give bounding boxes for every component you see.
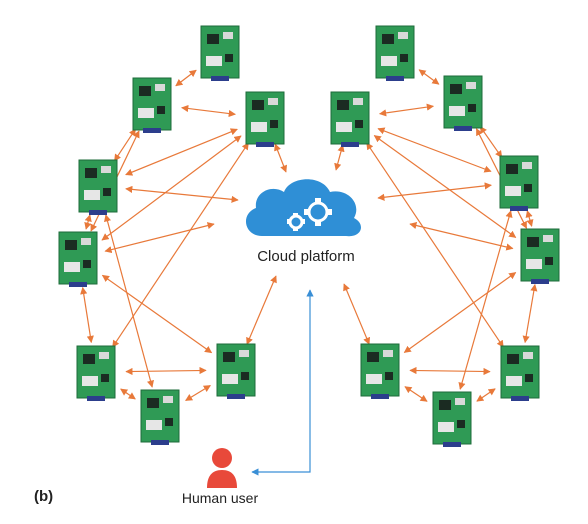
circuit-board-icon <box>520 228 560 284</box>
connection-arrow <box>181 104 236 118</box>
connection-arrow <box>378 103 435 117</box>
person-icon <box>207 448 237 488</box>
connection-arrow <box>185 385 211 401</box>
circuit-board-icon <box>443 75 483 131</box>
circuit-board-icon <box>375 25 415 81</box>
circuit-board-icon <box>245 91 285 147</box>
connection-arrow <box>366 142 504 348</box>
connection-arrow <box>377 182 492 201</box>
panel-label: (b) <box>34 488 54 505</box>
connection-arrow <box>246 275 277 345</box>
connection-arrow <box>525 210 534 227</box>
circuit-board-icon <box>140 389 180 445</box>
connection-arrow <box>84 214 92 230</box>
circuit-board-icon <box>58 231 98 287</box>
connection-arrow <box>343 283 371 345</box>
circuit-board-icon <box>432 391 472 447</box>
cloud-platform-label: Cloud platform <box>257 248 355 265</box>
connection-links <box>80 69 538 476</box>
circuit-board-icon <box>330 91 370 147</box>
iot-boards <box>58 25 560 447</box>
connection-arrow <box>409 366 491 376</box>
connection-arrow <box>112 142 249 348</box>
connection-arrow <box>409 222 514 251</box>
human-user-label: Human user <box>181 490 259 506</box>
connection-arrow <box>125 185 239 203</box>
connection-arrow <box>101 274 213 354</box>
circuit-board-icon <box>500 345 540 401</box>
connection-arrow <box>80 286 94 344</box>
connection-arrow <box>334 144 345 171</box>
connection-arrow <box>274 143 288 173</box>
connection-arrow <box>476 388 496 402</box>
connection-arrow <box>175 69 197 87</box>
connection-arrow <box>404 386 428 402</box>
circuit-board-icon <box>76 345 116 401</box>
cloud-icon <box>245 179 361 237</box>
connection-arrow <box>418 69 440 85</box>
circuit-board-icon <box>216 343 256 399</box>
circuit-board-icon <box>499 155 539 211</box>
connection-arrow <box>522 283 538 344</box>
circuit-board-icon <box>360 343 400 399</box>
connection-arrow <box>101 135 242 241</box>
circuit-board-icon <box>132 77 172 133</box>
circuit-board-icon <box>78 159 118 215</box>
connection-arrow <box>125 366 207 376</box>
connection-arrow <box>403 272 517 353</box>
connection-arrow <box>104 222 215 254</box>
user-connection-arrow <box>251 289 314 476</box>
circuit-board-icon <box>200 25 240 81</box>
connection-arrow <box>120 388 136 400</box>
